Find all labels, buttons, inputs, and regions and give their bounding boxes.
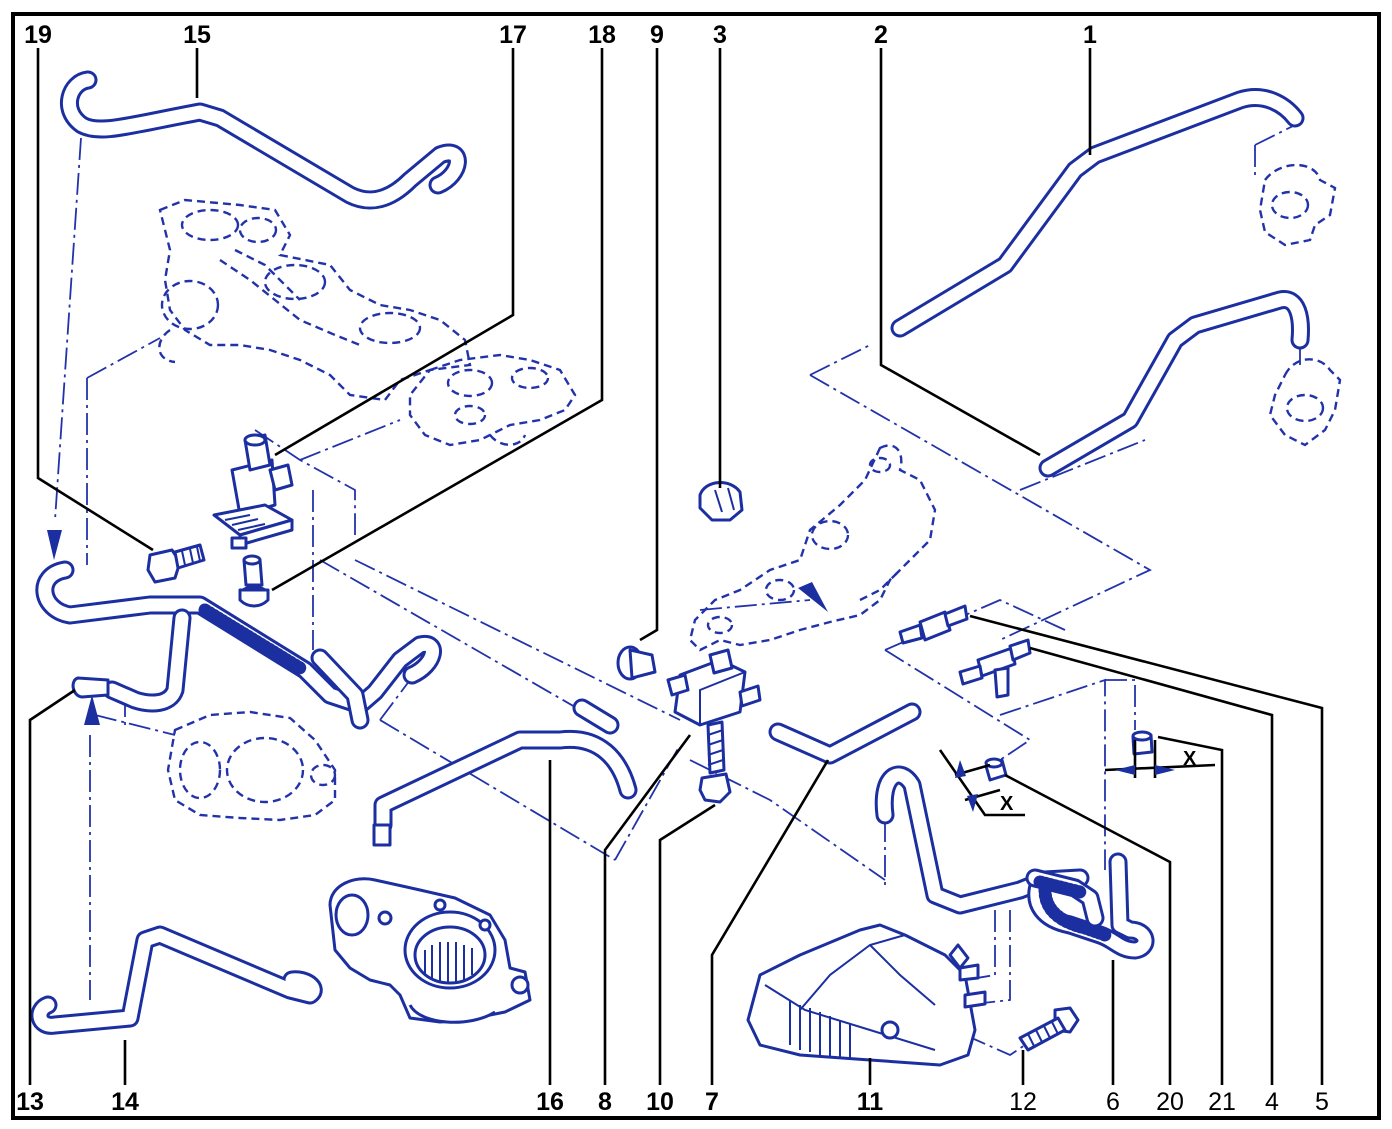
callout-6: 6 [1106,1088,1120,1116]
hose-2 [1038,290,1310,478]
callout-17: 17 [499,21,527,49]
callout-14: 14 [111,1088,139,1116]
valve-ghost-mid [1268,358,1342,447]
leader-lines [28,48,1324,1085]
plug-21 [1131,730,1154,756]
callout-4: 4 [1265,1088,1279,1116]
valve-ghost-top [1258,163,1337,247]
callouts-bottom: 13 14 16 8 10 7 11 12 6 20 21 4 5 [16,1088,1329,1116]
callout-3: 3 [713,21,727,49]
dimension-labels: X X [1000,748,1197,815]
callout-8: 8 [598,1088,612,1116]
dimension-x-lower [938,749,1025,817]
callout-7: 7 [705,1088,719,1116]
callout-21: 21 [1208,1088,1236,1116]
callout-20: 20 [1156,1088,1184,1116]
hose-16 [372,698,638,847]
bolt-19 [146,543,206,584]
bolt-10 [698,720,732,804]
callout-5: 5 [1315,1088,1329,1116]
bolt-9 [616,645,657,681]
bolt-18 [238,554,270,608]
fitting-4 [958,638,1032,699]
screw-12 [1018,1006,1080,1052]
callout-11: 11 [857,1088,884,1116]
manifold-lower-ghost [408,353,577,447]
canister-11 [746,923,987,1067]
hose-6 [874,765,1155,960]
hose-19 [35,560,442,730]
callout-1: 1 [1083,21,1097,49]
hose-15 [60,70,467,210]
solenoid-valve-17 [212,433,294,550]
dimension-label-x-right: X [1183,748,1197,770]
clip-3 [698,481,744,522]
callouts-top: 19 15 17 18 9 3 2 1 [24,21,1097,49]
diagram-frame [11,12,1381,1120]
callout-10: 10 [646,1088,674,1116]
callout-13: 13 [16,1088,44,1116]
hose-7 [768,702,922,765]
callout-9: 9 [650,21,664,49]
throttle-body [328,877,532,1024]
throttle-ghost [166,710,337,822]
bracket-ghost [688,444,937,652]
callout-12: 12 [1009,1088,1037,1116]
intake-manifold-ghost [158,198,472,402]
assembly-arrows [47,530,828,725]
dimension-label-x-lower: X [1000,793,1014,815]
hose-14 [30,925,323,1035]
callout-2: 2 [874,21,888,49]
fitting-5 [898,604,969,645]
callout-18: 18 [588,21,616,49]
callout-19: 19 [24,21,52,49]
plug-20 [984,757,1008,782]
hose-1 [890,88,1305,338]
callout-16: 16 [536,1088,564,1116]
solenoid-valve-8 [666,648,762,727]
callout-15: 15 [183,21,211,49]
dimension-x-right [1104,740,1216,778]
